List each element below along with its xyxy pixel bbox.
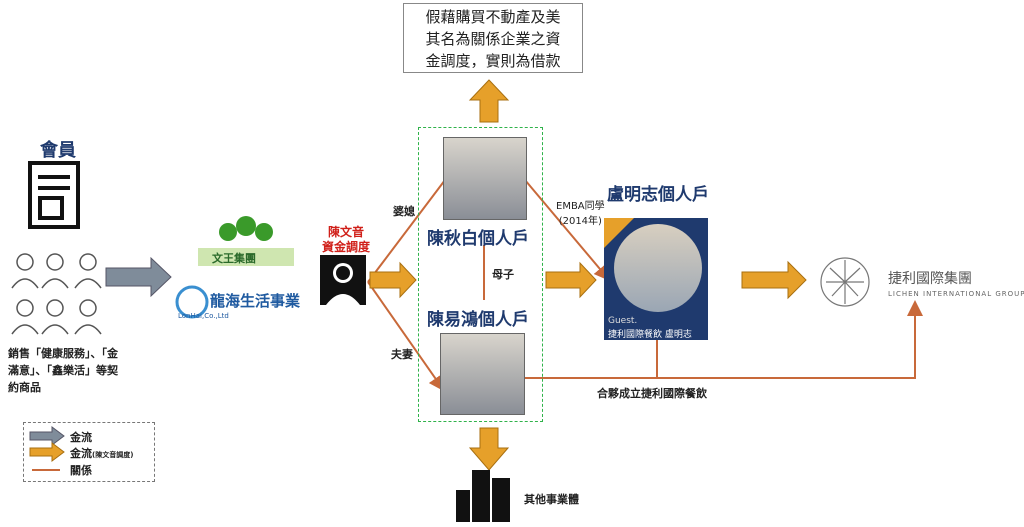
- spouse-label: 夫妻: [391, 348, 413, 361]
- wenwang-label: 文王集團: [212, 252, 256, 265]
- relation-partnership-line: [523, 300, 923, 379]
- note-box: 假藉購買不動產及美 其名為關係企業之資 金調度，實則為借款: [403, 3, 583, 73]
- chen-qiubai-photo: [443, 137, 527, 220]
- legend-cash-flow-chen: 金流(陳文音調度): [70, 445, 133, 461]
- relation-spouse-line: [367, 281, 445, 392]
- emba-label: EMBA同學 (2014年): [556, 197, 605, 227]
- person-silhouette-icon: [320, 255, 366, 305]
- wenwang-logo-icon: [198, 216, 294, 266]
- chen-wenyin-role: 資金調度: [322, 240, 371, 254]
- chen-wenyin-label: 陳文音 資金調度: [322, 225, 370, 255]
- legend-marks: [29, 426, 65, 471]
- longhai-label: 龍海生活事業: [210, 292, 301, 310]
- legend-relation: 關係: [70, 464, 92, 477]
- emba-year: (2014年): [558, 216, 602, 227]
- chen-wenyin-name: 陳文音: [328, 225, 365, 239]
- orange-arrow-2: [545, 261, 597, 299]
- family-accounts-box: [418, 127, 543, 422]
- photo-caption-name: 捷利國際餐飲 盧明志: [608, 330, 692, 340]
- orange-arrow-down: [468, 427, 510, 471]
- other-businesses-label: 其他事業體: [524, 493, 579, 506]
- mother-son-label: 母子: [492, 268, 514, 281]
- lichen-logo-icon: [820, 257, 870, 307]
- legend-note: (陳文音調度): [92, 451, 134, 459]
- lichen-name: 捷利國際集團: [888, 271, 972, 287]
- workers-icon: [11, 253, 102, 335]
- note-line: 其名為關係企業之資: [425, 30, 561, 48]
- lu-mingzhi-photo: Guest. 捷利國際餐飲 盧明志: [604, 218, 708, 340]
- orange-arrow-1: [369, 261, 417, 299]
- members-title: 會員: [40, 140, 76, 161]
- relation-in-law-line: [367, 179, 446, 283]
- members-description: 銷售「健康服務」、「金滿意」、「鑫樂活」等契約商品: [8, 347, 118, 394]
- chen-yihong-photo: [440, 333, 525, 415]
- emba-text: EMBA同學: [556, 201, 605, 212]
- chen-yihong-account: 陳易鴻個人戶: [427, 310, 529, 330]
- orange-arrow-3: [741, 260, 807, 300]
- chen-qiubai-account: 陳秋白個人戶: [427, 229, 529, 249]
- lu-mingzhi-account: 盧明志個人戶: [607, 185, 709, 205]
- lichen-sub: LICHEN INTERNATIONAL GROUP: [888, 290, 1024, 298]
- relation-emba-line: [524, 179, 611, 282]
- legend: [23, 422, 155, 482]
- note-line: 假藉購買不動產及美: [425, 8, 561, 26]
- partnership-label: 合夥成立捷利國際餐飲: [597, 387, 707, 400]
- gray-arrow: [105, 256, 172, 298]
- note-line: 金調度，實則為借款: [425, 52, 561, 70]
- photo-caption-guest: Guest.: [608, 316, 638, 326]
- legend-label: 金流: [70, 447, 92, 460]
- longhai-sub: LonHai,Co.,Ltd: [178, 312, 229, 320]
- legend-cash-flow: 金流: [70, 431, 92, 444]
- document-icon: [28, 161, 80, 229]
- orange-arrow-up: [468, 79, 510, 123]
- longhai-logo-icon: [175, 285, 209, 319]
- in-law-label: 婆媳: [393, 205, 415, 218]
- buildings-icon: [456, 470, 510, 522]
